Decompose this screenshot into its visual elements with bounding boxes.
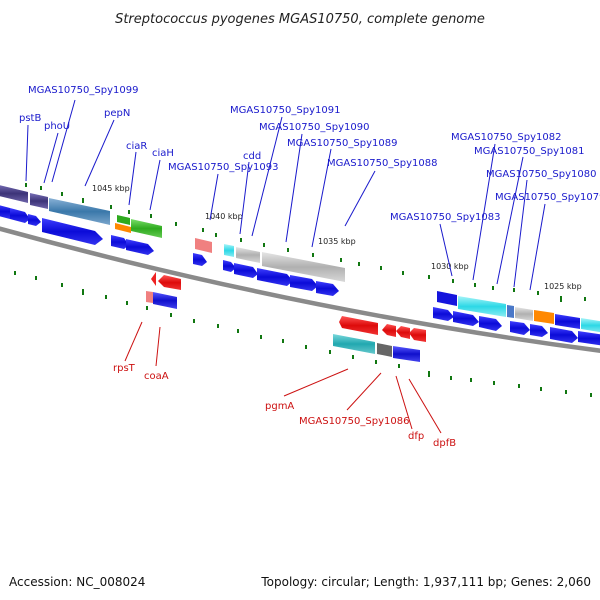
forward-genes [0,184,600,333]
gene-spy1091[interactable] [236,247,260,263]
cds-arrow[interactable] [290,275,318,291]
accession-text: Accession: NC_008024 [9,575,145,589]
gene-label[interactable]: MGAS10750_Spy1099 [28,85,138,96]
gene-spy1079[interactable] [555,314,580,329]
genome-backbone [0,226,600,353]
cds-arrow[interactable] [316,281,339,296]
kbp-label: 1035 kbp [318,237,356,246]
cds-arrow[interactable] [126,239,154,255]
gene-red-d[interactable] [409,328,426,342]
forward-cds [0,204,600,346]
gene-label[interactable]: pgmA [265,401,294,412]
gene-labels-bottom: rpsT coaA pgmA MGAS10750_Spy1086 dfp dpf… [113,363,456,449]
cds-arrow[interactable] [257,268,293,286]
gene-label[interactable]: ciaR [126,141,147,152]
gene-coaA-red[interactable] [158,275,181,290]
gene-label[interactable]: MGAS10750_Spy1079 [495,192,600,203]
gene-spy1082[interactable] [458,296,506,317]
gene-label[interactable]: MGAS10750_Spy1091 [230,105,340,116]
gene-spy1083[interactable] [437,291,457,306]
kbp-label: 1025 kbp [544,282,582,291]
cds-arrow[interactable] [111,235,129,249]
gene-label[interactable]: MGAS10750_Spy1086 [299,416,409,427]
reverse-genes [146,272,426,362]
cds-arrow[interactable] [223,260,236,272]
gene-cdd[interactable] [224,244,234,257]
map-title: Streptococcus pyogenes MGAS10750, comple… [115,12,485,27]
cds-arrow[interactable] [433,307,454,321]
gene-label[interactable]: dfp [408,431,424,442]
gene-spy1081[interactable] [507,305,514,318]
cds-arrow[interactable] [234,263,258,278]
cds-arrow[interactable] [193,253,207,266]
gene-label[interactable]: MGAS10750_Spy1081 [474,146,584,157]
cds-arrow[interactable] [0,204,10,219]
leader-lines-blue [25,99,546,291]
gene-spy1094[interactable] [195,238,212,253]
gene-label[interactable]: pepN [104,108,130,119]
gene-label[interactable]: MGAS10750_Spy1082 [451,132,561,143]
kbp-label: 1045 kbp [92,184,130,193]
gene-label[interactable]: MGAS10750_Spy1080 [486,169,596,180]
gene-label[interactable]: MGAS10750_Spy1093 [168,162,278,173]
gene-label[interactable]: MGAS10750_Spy1083 [390,212,500,223]
gene-pstB[interactable] [0,184,28,203]
gene-label[interactable]: pstB [19,113,41,124]
leader-lines-red [124,321,442,434]
cds-arrow[interactable] [578,331,600,346]
gene-ciaR-orange[interactable] [115,223,131,233]
gene-label[interactable]: coaA [144,371,169,382]
gene-label[interactable]: phoU [44,121,70,132]
cds-arrow[interactable] [550,327,578,343]
gene-red-b[interactable] [382,324,396,337]
gene-pgmA-red[interactable] [339,316,378,335]
gene-ciaH[interactable] [131,219,162,238]
gene-spy1078[interactable] [581,318,600,333]
gene-spy1089[interactable] [262,252,345,282]
gene-spy1080b[interactable] [534,310,554,324]
gene-label[interactable]: ciaH [152,148,174,159]
genome-summary-text: Topology: circular; Length: 1,937,111 bp… [260,575,591,589]
gene-label[interactable]: MGAS10750_Spy1090 [259,122,369,133]
cds-arrow[interactable] [10,208,30,223]
gene-label[interactable]: rpsT [113,363,136,374]
gene-coaA[interactable] [153,292,177,309]
cds-arrow[interactable] [42,218,103,245]
gene-pepN[interactable] [49,198,110,225]
cds-arrow[interactable] [28,214,41,226]
gene-spy1086[interactable] [377,343,392,357]
kbp-label: 1040 kbp [205,212,243,221]
gene-pgmA[interactable] [333,334,375,354]
gene-red-c[interactable] [396,326,410,339]
gene-phoU[interactable] [30,193,48,209]
tick-marks [14,183,592,397]
gene-labels-top: MGAS10750_Spy1099 pstB phoU pepN ciaR ci… [19,85,600,223]
gene-label[interactable]: MGAS10750_Spy1088 [327,158,437,169]
gene-spy1080[interactable] [515,307,533,321]
cds-arrow[interactable] [530,324,548,337]
cds-arrow[interactable] [479,316,502,331]
gene-label[interactable]: cdd [243,151,261,162]
gene-rpsT[interactable] [146,291,153,303]
gene-label[interactable]: dpfB [433,438,456,449]
cds-arrow[interactable] [510,321,530,335]
gene-rpsT-red[interactable] [151,272,156,286]
gene-dfp[interactable] [393,346,420,362]
gene-label[interactable]: MGAS10750_Spy1089 [287,138,397,149]
cds-arrow[interactable] [453,311,479,326]
gene-ciaR[interactable] [117,215,130,225]
